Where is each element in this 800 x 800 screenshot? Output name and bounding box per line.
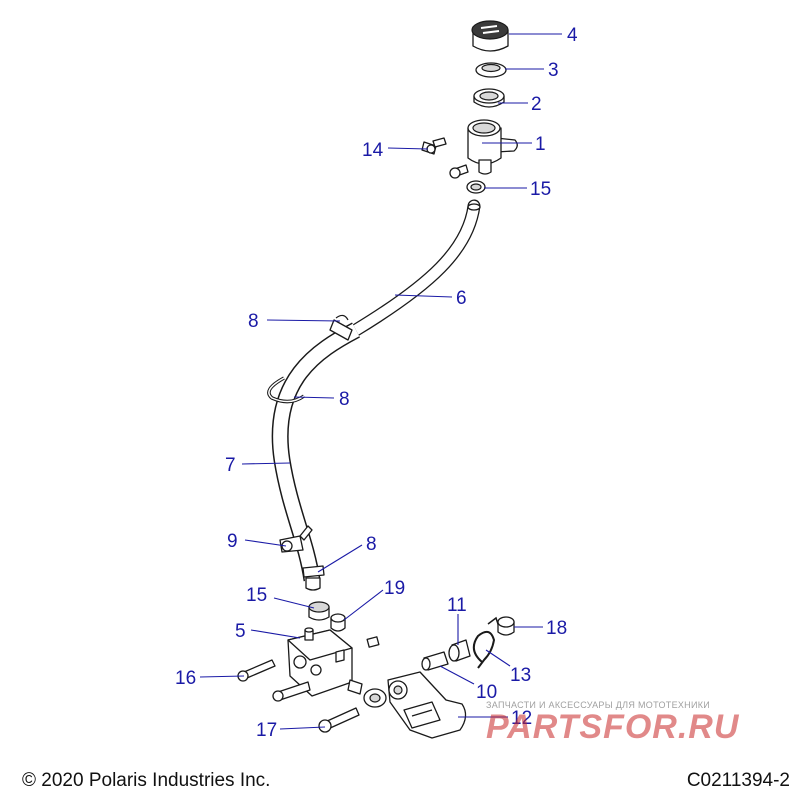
- callout-5: 5: [235, 621, 246, 642]
- part-screw-14: [421, 137, 447, 155]
- callout-8-bottom: 8: [366, 534, 377, 555]
- callout-3: 3: [548, 60, 559, 81]
- part-grommet-19: [330, 613, 346, 632]
- callout-10: 10: [476, 682, 497, 703]
- part-bolt-17a: [272, 681, 311, 702]
- part-diaphragm: [473, 88, 505, 108]
- callout-labels: 4 3 2 1 14 15 6 8 8 7 9 8 15 19 5 11 18 …: [175, 25, 578, 741]
- part-reservoir-cap: [471, 20, 509, 52]
- callout-4: 4: [567, 25, 578, 46]
- callout-9: 9: [227, 531, 238, 552]
- callout-8-top: 8: [248, 311, 259, 332]
- part-screw-14b: [449, 164, 469, 179]
- part-plug-18: [497, 616, 515, 636]
- watermark-tagline: ЗАПЧАСТИ И АКСЕССУАРЫ ДЛЯ МОТОТЕХНИКИ: [486, 700, 711, 710]
- part-pedal-12: [387, 671, 467, 739]
- part-diaphragm-plate: [475, 62, 507, 78]
- callout-11: 11: [447, 595, 467, 616]
- part-hose-7: [271, 322, 360, 591]
- callout-16: 16: [175, 668, 196, 689]
- part-clip-8-bottom: [302, 565, 325, 578]
- part-pin-10: [421, 651, 449, 671]
- drawing-code: C0211394-2: [686, 770, 790, 791]
- callout-13: 13: [510, 665, 531, 686]
- part-spring-13: [472, 616, 501, 669]
- callout-7: 7: [225, 455, 236, 476]
- part-bolt-16: [237, 659, 276, 682]
- callout-18: 18: [546, 618, 567, 639]
- callout-15-top: 15: [530, 179, 551, 200]
- callout-6: 6: [456, 288, 467, 309]
- callout-12: 12: [511, 708, 532, 729]
- part-clip-8-mid: [267, 376, 306, 404]
- watermark-logo: PARTSFOR.RU: [486, 708, 740, 746]
- part-reservoir: [467, 119, 518, 175]
- part-bushing-11: [448, 639, 471, 662]
- part-retainer-9: [279, 525, 313, 553]
- callout-19: 19: [384, 578, 405, 599]
- part-hose-6: [349, 199, 481, 337]
- watermark: ЗАПЧАСТИ И АКСЕССУАРЫ ДЛЯ МОТОТЕХНИКИ PA…: [486, 700, 786, 747]
- leader-lines: [199, 33, 562, 730]
- part-clamp-15-bottom: [308, 601, 330, 621]
- part-clamp-15-top: [466, 180, 486, 194]
- copyright-text: © 2020 Polaris Industries Inc.: [22, 770, 271, 791]
- callout-8-mid: 8: [339, 389, 350, 410]
- part-master-cylinder: [287, 627, 380, 697]
- callout-17: 17: [256, 720, 277, 741]
- callout-15-bottom: 15: [246, 585, 267, 606]
- callout-14: 14: [362, 140, 384, 161]
- callout-1: 1: [535, 134, 546, 155]
- callout-2: 2: [531, 94, 542, 115]
- part-clip-8-top: [329, 314, 353, 341]
- part-bushing: [363, 688, 387, 708]
- part-bolt-17b: [318, 707, 360, 733]
